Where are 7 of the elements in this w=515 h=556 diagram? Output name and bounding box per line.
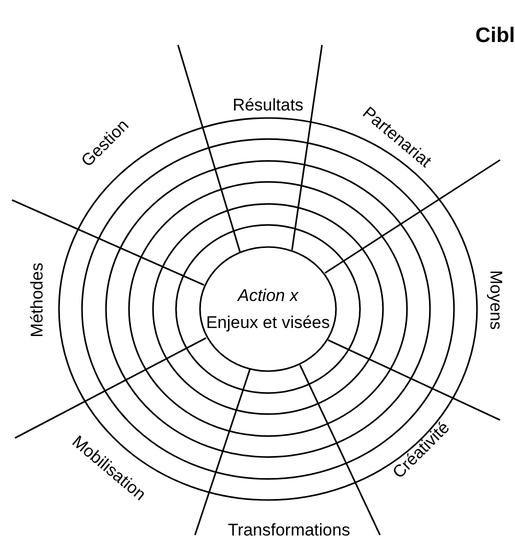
sector-label: Méthodes xyxy=(28,262,46,338)
center-heading: Action x xyxy=(238,284,298,306)
title: Cibl xyxy=(475,24,515,48)
sector-label: Transformations xyxy=(228,522,350,538)
sector-label: Moyens xyxy=(488,270,504,330)
sector-label: Résultats xyxy=(232,96,304,114)
center-text: Enjeux et visées xyxy=(206,312,330,334)
